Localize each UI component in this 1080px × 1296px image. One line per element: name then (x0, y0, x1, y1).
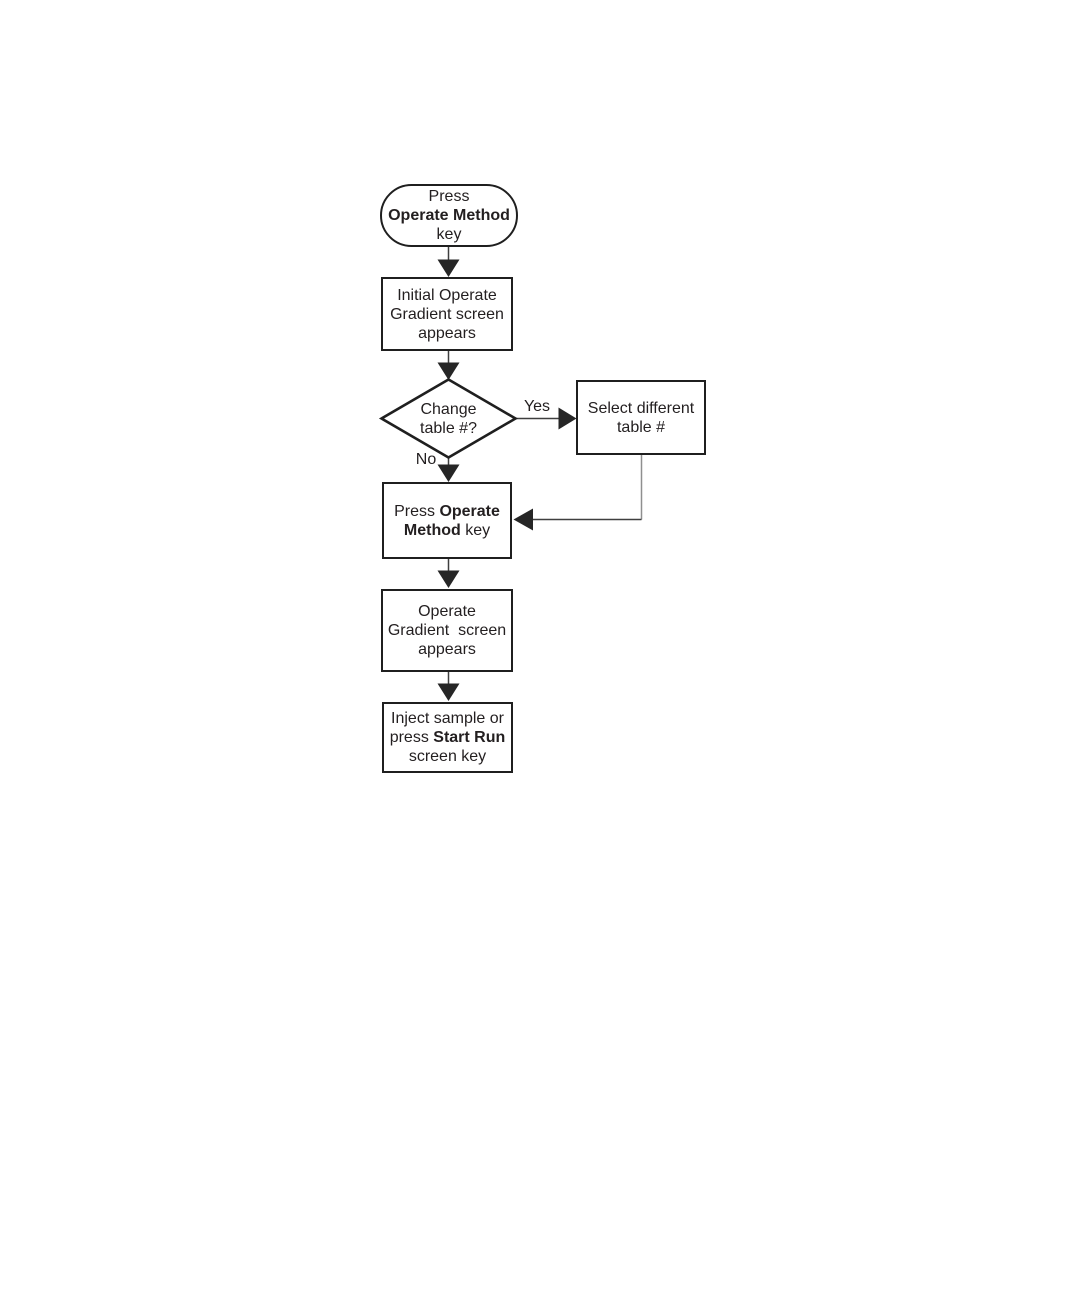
node-text-line: Press Operate (394, 502, 500, 521)
node-text-line: Select different (587, 399, 695, 417)
edge-decision-to-select-yes (515, 407, 577, 430)
node-text-line-bold: Operate Method (388, 207, 510, 224)
node-text-line: table # (616, 418, 666, 436)
node-text-line: key (436, 226, 462, 243)
arrowhead-down-icon (437, 362, 460, 380)
node-text-line: Initial Operate (397, 286, 497, 304)
node-text-line: Inject sample or (391, 710, 504, 727)
node-text-line: Gradient screen (387, 622, 507, 639)
arrowhead-down-icon (437, 259, 460, 277)
decision-diamond-shape (378, 377, 519, 460)
arrowhead-left-icon (513, 508, 533, 531)
arrowhead-down-icon (437, 570, 460, 588)
node-text-line: Change (420, 400, 477, 418)
node-operate-screen: Operate Gradient screen appears (381, 589, 513, 672)
edge-initial-to-decision (437, 351, 460, 380)
edge-start-to-initial (437, 247, 460, 277)
edge-press-to-operate (437, 559, 460, 588)
node-press-operate-method: Press Operate Method key (382, 482, 512, 559)
node-text-line: appears (418, 641, 476, 658)
node-inject-sample: Inject sample or press Start Run screen … (382, 702, 513, 773)
node-text-line: press Start Run (390, 728, 506, 747)
node-text-segment-bold: Start Run (433, 729, 506, 746)
node-text-segment-bold: Operate (439, 502, 500, 520)
edge-operate-to-inject (437, 672, 460, 701)
node-text-line: screen key (408, 748, 487, 765)
node-decision-change-table: Change table #? (382, 399, 515, 438)
edge-label-no: No (415, 451, 437, 468)
node-text-line: Operate (418, 603, 476, 620)
node-text-segment: press (389, 729, 434, 746)
node-text-line: Method key (404, 521, 490, 540)
edge-label-yes: Yes (523, 398, 551, 415)
node-text-segment: Press (394, 502, 440, 520)
node-start-terminator: Press Operate Method key (380, 184, 518, 247)
node-text-line: Gradient screen (390, 305, 504, 323)
node-text-segment: key (460, 521, 491, 539)
node-initial-screen: Initial Operate Gradient screen appears (381, 277, 513, 351)
node-text-line: table #? (420, 419, 477, 437)
node-text-line: Press (428, 188, 470, 205)
node-text-segment-bold: Method (403, 521, 461, 539)
node-select-table: Select different table # (576, 380, 706, 455)
arrowhead-down-icon (437, 683, 460, 701)
edge-select-to-press (513, 455, 643, 531)
arrowhead-right-icon (558, 407, 577, 430)
node-text-line: appears (418, 324, 476, 342)
arrowhead-down-icon (437, 464, 460, 482)
